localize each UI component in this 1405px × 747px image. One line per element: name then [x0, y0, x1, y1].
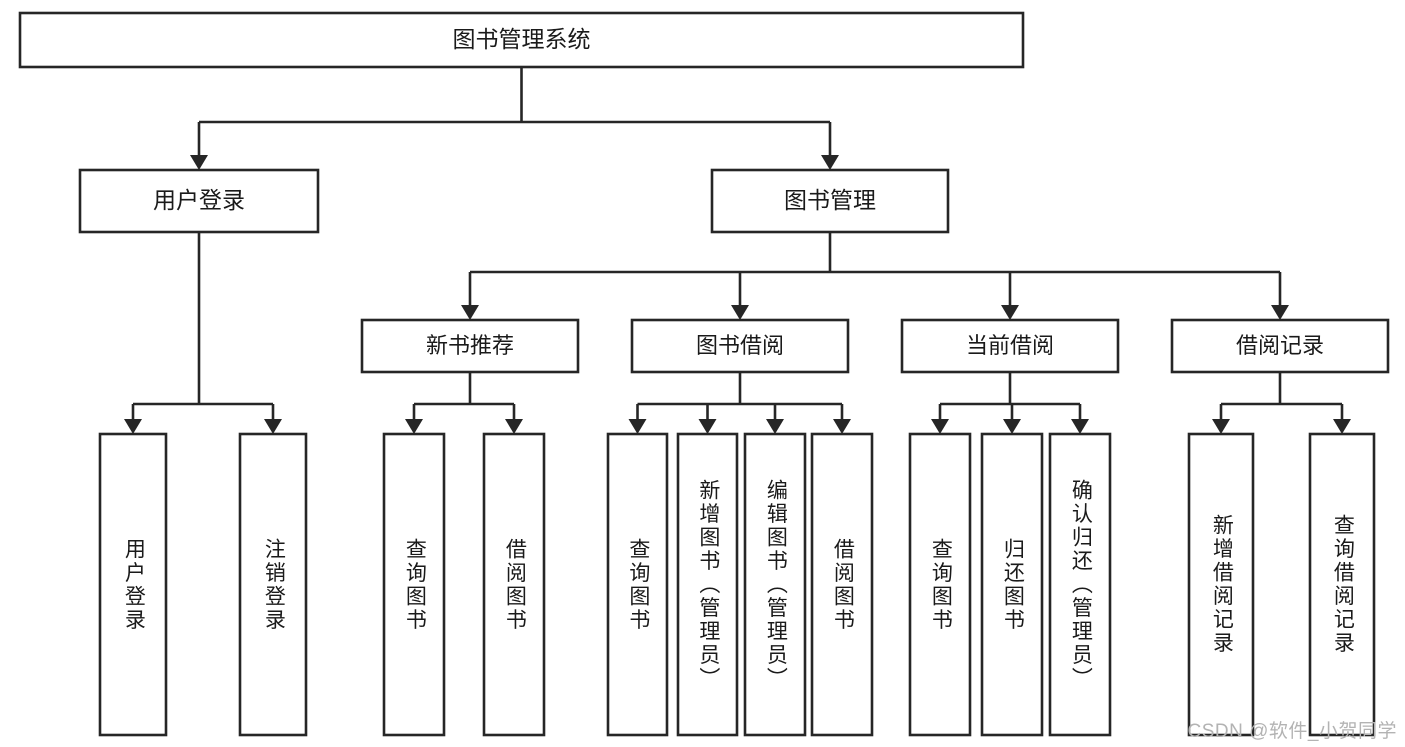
- node-leaf-11[interactable]: [1187, 432, 1255, 737]
- arrow-leaf-10-head: [1071, 419, 1089, 434]
- node-leaf-0[interactable]: [98, 432, 168, 737]
- arrow-level3-1-head: [731, 305, 749, 320]
- node-level2-0[interactable]: [78, 168, 320, 234]
- arrow-leaf-6-head: [766, 419, 784, 434]
- node-level3-1[interactable]: [630, 318, 850, 374]
- arrow-leaf-9-head: [1003, 419, 1021, 434]
- node-level2-1[interactable]: [710, 168, 950, 234]
- node-leaf-9[interactable]: [980, 432, 1044, 737]
- arrow-leaf-12-head: [1333, 419, 1351, 434]
- node-level3-1-label: 图书借阅: [696, 333, 784, 358]
- arrow-leaf-8-head: [931, 419, 949, 434]
- node-level3-2-label: 当前借阅: [966, 333, 1054, 358]
- node-level3-0-label: 新书推荐: [426, 333, 514, 358]
- arrow-leaf-7-head: [833, 419, 851, 434]
- arrow-leaf-11-head: [1212, 419, 1230, 434]
- node-leaf-2[interactable]: [382, 432, 446, 737]
- node-level3-0[interactable]: [360, 318, 580, 374]
- arrow-leaf-0-head: [124, 419, 142, 434]
- arrow-level3-2-head: [1001, 305, 1019, 320]
- node-level2-1-label: 图书管理: [784, 187, 876, 213]
- arrow-leaf-1-head: [264, 419, 282, 434]
- node-leaf-10[interactable]: [1048, 432, 1112, 737]
- arrow-leaf-4-head: [628, 419, 647, 434]
- node-leaf-1[interactable]: [238, 432, 308, 737]
- node-root-book-management-system[interactable]: [18, 11, 1025, 69]
- node-level2-0-label: 用户登录: [153, 187, 245, 213]
- arrow-level3-0-head: [461, 305, 479, 320]
- arrow-level2-0-head: [190, 155, 208, 170]
- node-level3-3[interactable]: [1170, 318, 1390, 374]
- node-leaf-4[interactable]: [606, 432, 669, 737]
- arrow-level2-1-head: [821, 155, 839, 170]
- arrow-level3-3-head: [1271, 305, 1289, 320]
- watermark-text: CSDN @软件_小贺同学: [1187, 721, 1397, 742]
- node-leaf-7[interactable]: [810, 432, 874, 737]
- node-leaf-6[interactable]: [743, 432, 807, 737]
- node-leaf-3[interactable]: [482, 432, 546, 737]
- node-level3-3-label: 借阅记录: [1236, 333, 1324, 358]
- arrow-leaf-5-head: [698, 419, 717, 434]
- node-leaf-12[interactable]: [1308, 432, 1376, 737]
- arrow-leaf-2-head: [405, 419, 423, 434]
- connector-layer: [124, 67, 1351, 434]
- node-level3-2[interactable]: [900, 318, 1120, 374]
- node-leaf-5[interactable]: [676, 432, 739, 737]
- node-root-label: 图书管理系统: [453, 26, 591, 52]
- arrow-leaf-3-head: [505, 419, 523, 434]
- node-leaf-8[interactable]: [908, 432, 972, 737]
